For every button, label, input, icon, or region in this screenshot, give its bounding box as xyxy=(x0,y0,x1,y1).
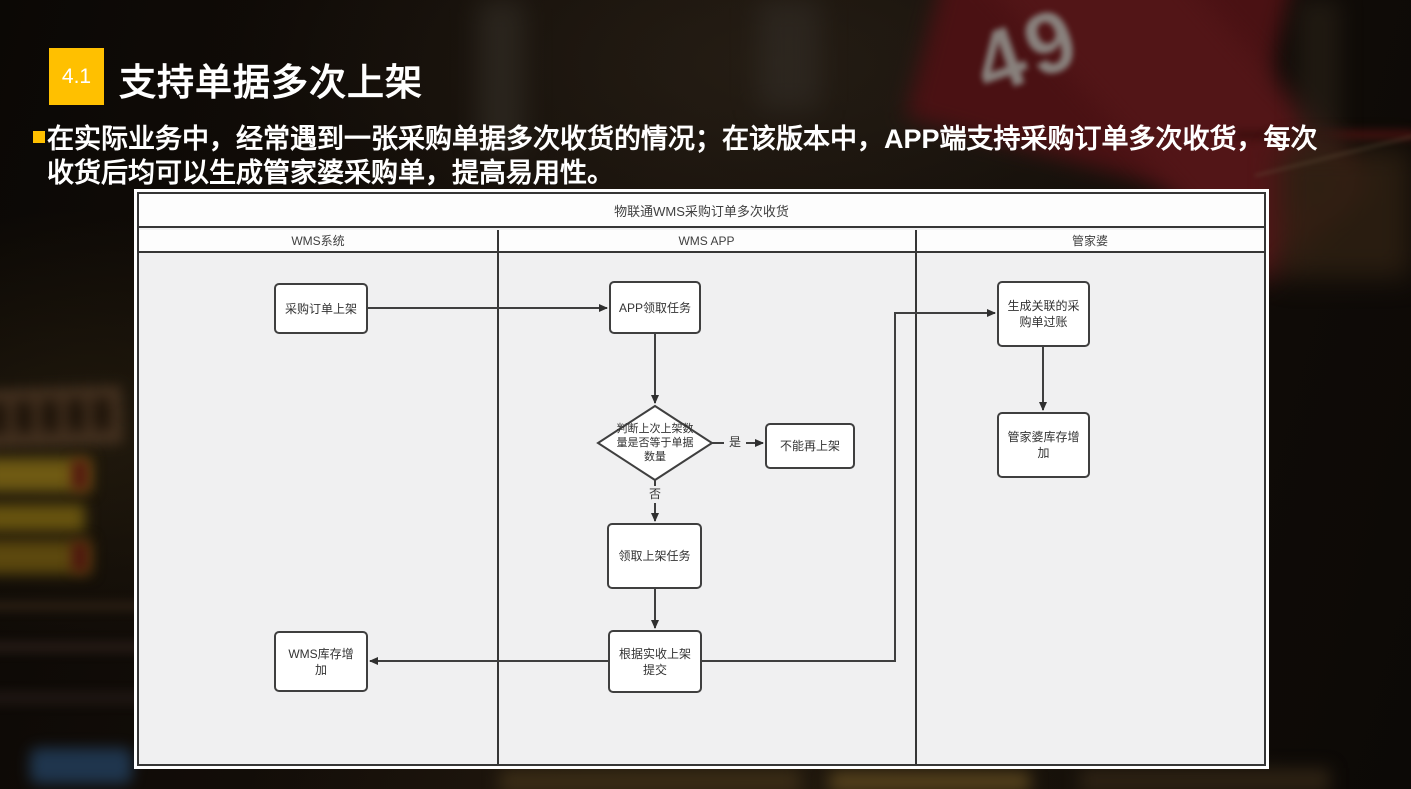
bullet-square-icon xyxy=(33,131,45,143)
edge-label-no: 否 xyxy=(644,486,666,503)
background-floor xyxy=(830,772,1030,789)
background-boxes xyxy=(1278,148,1411,278)
lane-divider xyxy=(497,230,499,764)
lane-header-wms-app: WMS APP xyxy=(678,234,735,248)
node-generate-linked-po-posting: 生成关联的采购单过账 xyxy=(997,281,1090,347)
background-red-tag xyxy=(72,542,88,572)
node-submit-actual-shelving: 根据实收上架提交 xyxy=(608,630,702,693)
flowchart-title: 物联通WMS采购订单多次收货 xyxy=(139,194,1264,228)
background-sign-characters xyxy=(0,397,113,435)
section-number-badge: 4.1 xyxy=(49,48,104,105)
background-red-tag xyxy=(72,460,88,490)
node-gjp-inventory-increase: 管家婆库存增加 xyxy=(997,412,1090,478)
flowchart-lane-header-row: WMS系统 WMS APP 管家婆 xyxy=(139,230,1264,253)
background-floor xyxy=(1080,768,1330,789)
background-shelf xyxy=(0,600,142,612)
node-claim-shelving-task: 领取上架任务 xyxy=(607,523,702,589)
background-light-streak xyxy=(478,0,524,150)
background-shelf xyxy=(0,640,142,654)
node-purchase-order-shelving: 采购订单上架 xyxy=(274,283,368,334)
flowchart-panel: 物联通WMS采购订单多次收货 WMS系统 WMS APP 管家婆 xyxy=(134,189,1269,769)
node-app-claim-task: APP领取任务 xyxy=(609,281,701,334)
background-light-streak xyxy=(758,0,820,110)
node-decision-check-qty: 判断上次上架数量是否等于单据数量 xyxy=(616,423,694,463)
body-text: 在实际业务中，经常遇到一张采购单据多次收货的情况；在该版本中，APP端支持采购订… xyxy=(47,124,1318,188)
flowchart-frame: 物联通WMS采购订单多次收货 WMS系统 WMS APP 管家婆 xyxy=(137,192,1266,766)
edge-label-yes: 是 xyxy=(724,434,746,451)
lane-divider xyxy=(915,230,917,764)
slide-title: 支持单据多次上架 xyxy=(119,62,423,103)
background-floor xyxy=(500,770,800,789)
lane-header-wms-system: WMS系统 xyxy=(291,234,345,248)
background-blue-object xyxy=(30,748,132,784)
lane-header-guanjiapo: 管家婆 xyxy=(1071,234,1108,248)
flowchart-connectors xyxy=(368,304,1047,665)
background-yellow-label xyxy=(0,504,85,532)
node-cannot-shelve-again: 不能再上架 xyxy=(765,423,855,469)
body-paragraph: 在实际业务中，经常遇到一张采购单据多次收货的情况；在该版本中，APP端支持采购订… xyxy=(33,122,1318,190)
background-brown-sign xyxy=(0,385,123,449)
node-wms-inventory-increase: WMS库存增加 xyxy=(274,631,368,692)
background-shelf xyxy=(0,690,142,706)
